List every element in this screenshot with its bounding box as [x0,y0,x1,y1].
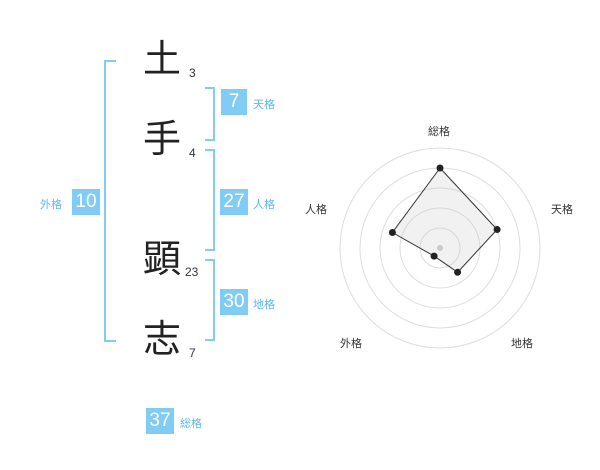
radar-label-jinkaku: 人格 [305,203,327,216]
name-char-1: 土 [143,37,182,81]
gaikaku-badge: 10 [72,189,100,215]
tenkaku-bracket [205,87,215,141]
name-char-2: 手 [143,117,182,161]
soukaku-badge: 37 [146,408,174,434]
radar-point-4 [388,229,396,236]
chikaku-badge: 30 [220,289,248,315]
soukaku-label: 総格 [180,417,202,430]
radar-label-soukaku: 総格 [428,125,450,138]
radar-polygon [391,167,498,273]
tenkaku-badge: 7 [221,89,247,115]
tenkaku-label: 天格 [253,98,275,111]
radar-label-gaikaku: 外格 [340,337,362,350]
radar-ring [379,187,501,309]
radar-label-tenkaku: 天格 [551,203,573,216]
radar-center [437,245,443,251]
stroke-count-2: 4 [189,146,196,160]
radar-ring [339,147,541,349]
jinkaku-label: 人格 [253,198,275,211]
chikaku-label: 地格 [253,298,275,311]
gaikaku-bracket [104,60,116,342]
jinkaku-bracket [205,149,215,251]
radar-point-2 [454,268,462,276]
stroke-count-1: 3 [189,66,196,80]
radar-label-chikaku: 地格 [511,337,533,350]
stroke-count-4: 7 [189,346,196,360]
name-char-3: 顕 [143,237,182,281]
radar-point-3 [430,252,438,260]
stroke-count-3: 23 [185,265,199,279]
radar-point-0 [436,164,444,172]
chikaku-bracket [205,259,215,341]
jinkaku-badge: 27 [220,189,248,215]
gaikaku-label: 外格 [40,198,62,211]
name-char-4: 志 [143,317,182,361]
radar-point-1 [493,226,501,233]
